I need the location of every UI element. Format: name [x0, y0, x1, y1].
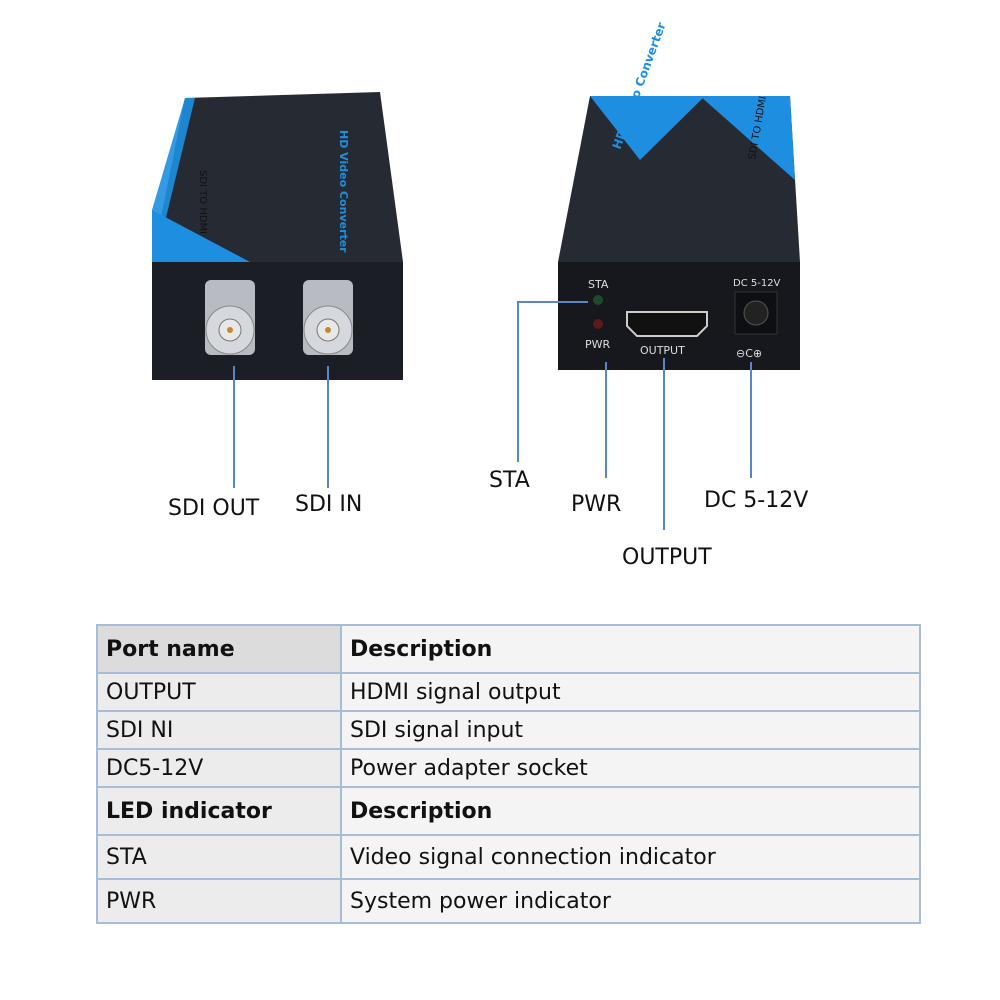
- callout-sdi-in: SDI IN: [295, 492, 363, 517]
- table-row: STA Video signal connection indicator: [96, 834, 921, 880]
- table-row: PWR System power indicator: [96, 878, 921, 924]
- table-cell: SDI signal input: [340, 710, 921, 750]
- header-cell: Description: [340, 786, 921, 836]
- callout-lines: [233, 301, 752, 530]
- header-cell: Port name: [96, 624, 342, 674]
- port-description-table: Port name Description OUTPUT HDMI signal…: [96, 624, 921, 924]
- callout-sta: STA: [489, 468, 530, 493]
- pwr-led-icon: [593, 319, 603, 329]
- callout-output: OUTPUT: [622, 545, 712, 570]
- callout-dc: DC 5-12V: [704, 488, 809, 513]
- table-cell: OUTPUT: [96, 672, 342, 712]
- table-header-row: Port name Description: [96, 624, 921, 674]
- table-cell: SDI NI: [96, 710, 342, 750]
- sta-led-icon: [593, 295, 603, 305]
- table-row: SDI NI SDI signal input: [96, 710, 921, 750]
- callout-sdi-out: SDI OUT: [168, 496, 260, 521]
- panel-pwr-label: PWR: [585, 338, 611, 351]
- right-device: HD Video Converter SDI TO HDMI STA PWR O…: [558, 20, 800, 370]
- table-cell: HDMI signal output: [340, 672, 921, 712]
- left-side-label: SDI TO HDMI: [197, 170, 208, 234]
- panel-output-label: OUTPUT: [640, 344, 685, 357]
- table-cell: Power adapter socket: [340, 748, 921, 788]
- table-cell: Video signal connection indicator: [340, 834, 921, 880]
- table-cell: System power indicator: [340, 878, 921, 924]
- panel-dc-label: DC 5-12V: [733, 278, 781, 289]
- polarity-icon: ⊖C⊕: [736, 347, 762, 360]
- table-header-row: LED indicator Description: [96, 786, 921, 836]
- left-top-label: HD Video Converter: [337, 130, 350, 253]
- table-row: DC5-12V Power adapter socket: [96, 748, 921, 788]
- table-cell: STA: [96, 834, 342, 880]
- device-illustrations: HD Video Converter SDI TO HDMI HD Video …: [152, 20, 800, 530]
- table-cell: PWR: [96, 878, 342, 924]
- left-device: HD Video Converter SDI TO HDMI: [152, 92, 403, 380]
- sdi-in-bnc-connector: [303, 280, 353, 355]
- header-cell: Description: [340, 624, 921, 674]
- panel-sta-label: STA: [588, 278, 609, 291]
- sdi-out-bnc-connector: [205, 280, 255, 355]
- dc-jack-icon: [743, 300, 769, 326]
- table-row: OUTPUT HDMI signal output: [96, 672, 921, 712]
- header-cell: LED indicator: [96, 786, 342, 836]
- table-cell: DC5-12V: [96, 748, 342, 788]
- hdmi-port-icon: [626, 311, 708, 337]
- callout-pwr: PWR: [571, 492, 622, 517]
